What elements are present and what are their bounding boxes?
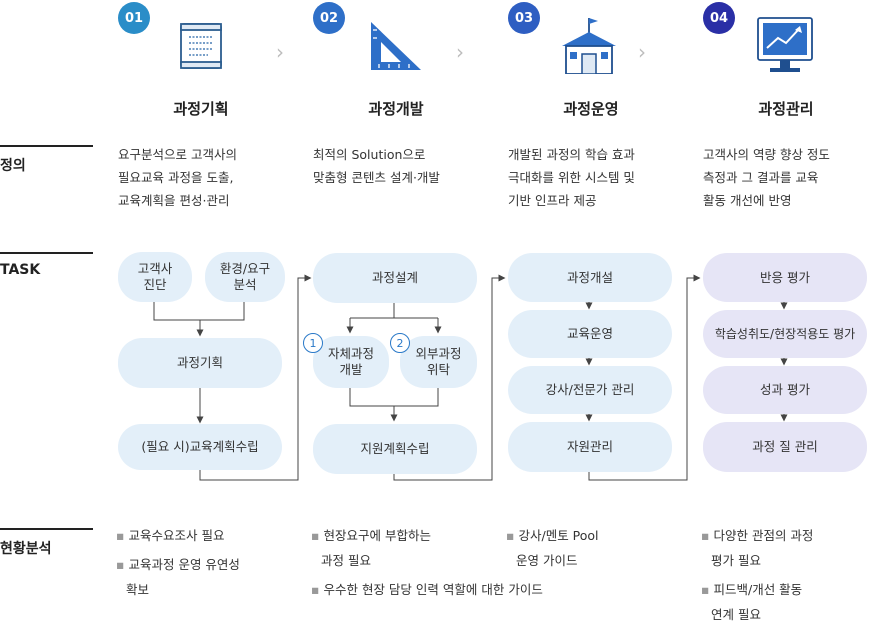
definition-dev: 최적의 Solution으로 맞춤형 콘텐츠 설계·개발: [313, 143, 483, 189]
stage-title: 과정관리: [758, 100, 814, 118]
analysis-item-continued: 과정 필요: [321, 553, 371, 568]
task-inhouse-development: 자체과정 개발: [313, 336, 389, 388]
definition-line: 극대화를 위한 시스템 및: [508, 170, 635, 185]
school-building-icon: [562, 18, 616, 74]
task-course-planning: 과정기획: [118, 338, 282, 388]
task-performance-evaluation: 성과 평가: [703, 366, 867, 414]
stage-title: 과정운영: [563, 100, 619, 118]
definition-line: 최적의 Solution으로: [313, 147, 426, 162]
step-number-1: 1: [303, 333, 323, 353]
analysis-ops: ▪강사/멘토 Pool 운영 가이드: [506, 523, 686, 573]
stage-badge: 03: [508, 2, 540, 34]
task-education-operation: 교육운영: [508, 310, 672, 358]
analysis-item-continued: 연계 필요: [711, 607, 761, 622]
definition-line: 기반 인프라 제공: [508, 193, 597, 208]
task-outsourced-course: 외부과정 위탁: [400, 336, 477, 388]
definition-rule: [0, 145, 93, 147]
task-quality-management: 과정 질 관리: [703, 422, 867, 472]
task-course-design: 과정설계: [313, 253, 477, 303]
row-label-task: TASK: [0, 262, 41, 278]
definition-mgmt: 고객사의 역량 향상 정도 측정과 그 결과를 교육 활동 개선에 반영: [703, 143, 870, 212]
task-rule: [0, 252, 93, 254]
analysis-plan: ▪교육수요조사 필요 ▪교육과정 운영 유연성 확보: [116, 523, 296, 602]
task-needs-analysis: 환경/요구 분석: [205, 252, 285, 302]
analysis-item: ▪강사/멘토 Pool: [506, 528, 599, 543]
stage-badge: 04: [703, 2, 735, 34]
task-reaction-evaluation: 반응 평가: [703, 253, 867, 302]
chevron-right-icon: ›: [638, 40, 646, 64]
triangle-ruler-icon: [371, 22, 421, 70]
task-resource-management: 자원관리: [508, 422, 672, 472]
analysis-item-continued: 운영 가이드: [516, 553, 578, 568]
definition-line: 교육계획을 편성·관리: [118, 193, 230, 208]
monitor-chart-icon: [757, 17, 813, 72]
task-course-opening: 과정개설: [508, 253, 672, 302]
analysis-mgmt: ▪다양한 관점의 과정 평가 필요 ▪피드백/개선 활동 연계 필요: [701, 523, 866, 627]
analysis-item: ▪교육수요조사 필요: [116, 528, 225, 543]
definition-line: 개발된 과정의 학습 효과: [508, 147, 635, 162]
definition-line: 고객사의 역량 향상 정도: [703, 147, 830, 162]
step-number-2: 2: [390, 333, 410, 353]
definition-plan: 요구분석으로 고객사의 필요교육 과정을 도출, 교육계획을 편성·관리: [118, 143, 288, 212]
task-instructor-management: 강사/전문가 관리: [508, 366, 672, 414]
analysis-item-continued: 확보: [126, 582, 150, 597]
definition-line: 요구분석으로 고객사의: [118, 147, 237, 162]
analysis-item: ▪교육과정 운영 유연성: [116, 557, 240, 572]
stage-badge: 02: [313, 2, 345, 34]
analysis-item-continued: 평가 필요: [711, 553, 761, 568]
task-support-plan: 지원계획수립: [313, 424, 477, 474]
stage-badge: 01: [118, 2, 150, 34]
stage-title: 과정기획: [173, 100, 229, 118]
stage-title: 과정개발: [368, 100, 424, 118]
definition-line: 활동 개선에 반영: [703, 193, 792, 208]
document-scroll-icon: [180, 23, 222, 69]
row-label-analysis: 현황분석: [0, 541, 52, 557]
chevron-right-icon: ›: [456, 40, 464, 64]
definition-ops: 개발된 과정의 학습 효과 극대화를 위한 시스템 및 기반 인프라 제공: [508, 143, 678, 212]
analysis-dev: ▪현장요구에 부합하는 과정 필요 ▪우수한 현장 담당 인력 역할에 대한 가…: [311, 523, 611, 602]
definition-line: 필요교육 과정을 도출,: [118, 170, 234, 185]
chevron-right-icon: ›: [276, 40, 284, 64]
task-client-diagnosis: 고객사 진단: [118, 252, 192, 302]
analysis-item: ▪현장요구에 부합하는: [311, 528, 431, 543]
task-learning-evaluation: 학습성취도/현장적용도 평가: [703, 310, 867, 358]
analysis-item: ▪다양한 관점의 과정: [701, 528, 814, 543]
analysis-item: ▪피드백/개선 활동: [701, 582, 803, 597]
row-label-definition: 정의: [0, 158, 26, 174]
analysis-rule: [0, 528, 93, 530]
task-education-plan: (필요 시)교육계획수립: [118, 424, 282, 470]
definition-line: 측정과 그 결과를 교육: [703, 170, 819, 185]
analysis-item: ▪우수한 현장 담당 인력 역할에 대한 가이드: [311, 582, 543, 597]
definition-line: 맞춤형 콘텐츠 설계·개발: [313, 170, 440, 185]
